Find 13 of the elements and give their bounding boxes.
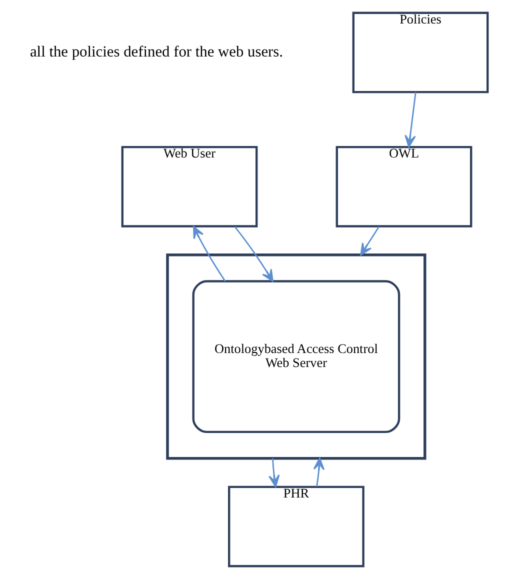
arrow (192, 226, 226, 282)
arrow (234, 226, 273, 282)
node-box: OWL (335, 146, 472, 228)
node-box: Policies (352, 12, 488, 94)
node-box: PHR (228, 486, 364, 568)
arrow (268, 458, 280, 488)
node-box: Ontologybased Access Control Web Server (192, 280, 400, 434)
arrow (360, 226, 380, 256)
arrow (312, 458, 324, 487)
arrow (404, 92, 416, 148)
node-box: Web User (120, 146, 258, 228)
cluster (166, 253, 426, 460)
label: all the policies defined for the web users. (29, 44, 283, 61)
